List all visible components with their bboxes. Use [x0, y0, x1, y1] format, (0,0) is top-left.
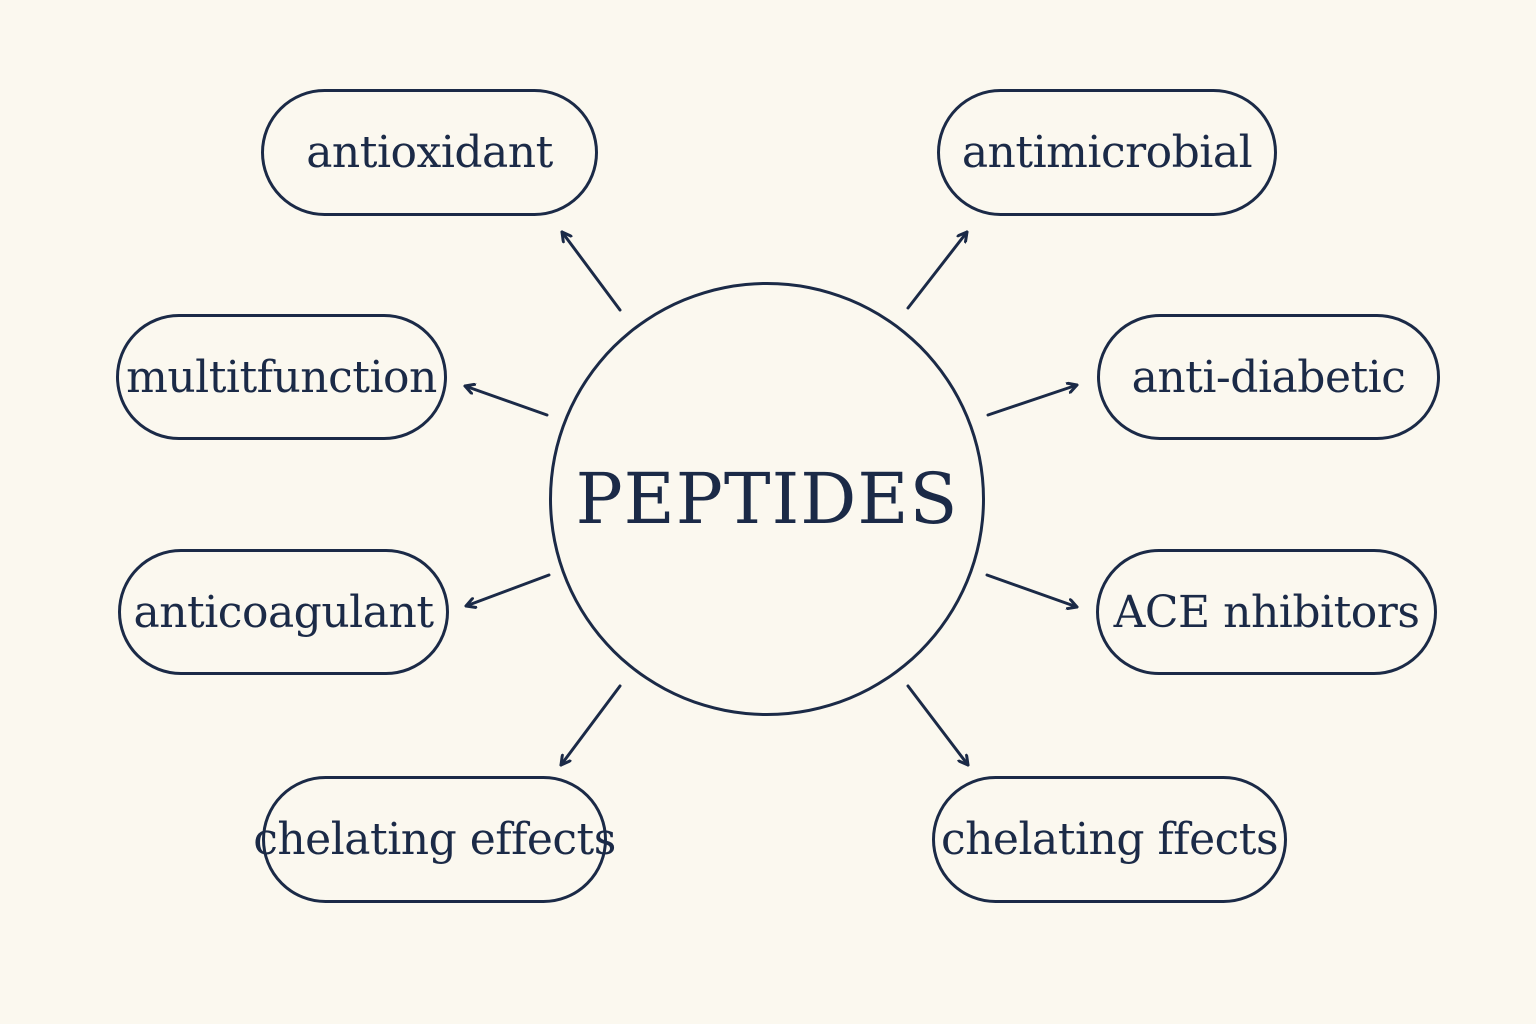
arrow-to-antimicrobial [906, 230, 969, 310]
arrow-to-antidiabetic [986, 385, 1079, 417]
node-ace-inhibitors-label: ACE nhibitors [1113, 586, 1420, 638]
arrow-to-chelating-left [559, 684, 622, 767]
node-antimicrobial: antimicrobial [937, 89, 1277, 216]
node-antidiabetic-label: anti-diabetic [1131, 351, 1406, 403]
arrow-to-ace [985, 573, 1079, 607]
center-node: PEPTIDES [549, 282, 985, 716]
arrow-to-chelating-right [906, 684, 970, 767]
node-antioxidant: antioxidant [261, 89, 598, 216]
node-ace-inhibitors: ACE nhibitors [1096, 549, 1437, 675]
node-anticoagulant-label: anticoagulant [133, 586, 434, 638]
node-chelating-effects-right: chelating ffects [932, 776, 1287, 903]
node-antioxidant-label: antioxidant [306, 127, 553, 178]
node-multifunction: multitfunction [116, 314, 447, 440]
node-multifunction-label: multitfunction [126, 351, 437, 403]
arrow-to-multifunction [463, 386, 549, 417]
node-chelating-effects-left: chelating effects [253, 776, 616, 903]
arrow-to-anticoagulant [464, 573, 551, 606]
arrow-to-antioxidant [560, 230, 622, 312]
node-chelating-effects-right-label: chelating ffects [940, 814, 1279, 865]
node-anticoagulant: anticoagulant [118, 549, 449, 675]
node-antimicrobial-label: antimicrobial [961, 127, 1253, 178]
node-antidiabetic: anti-diabetic [1097, 314, 1440, 440]
node-chelating-effects-left-label: chelating effects [253, 814, 616, 865]
center-node-label: PEPTIDES [575, 458, 959, 540]
